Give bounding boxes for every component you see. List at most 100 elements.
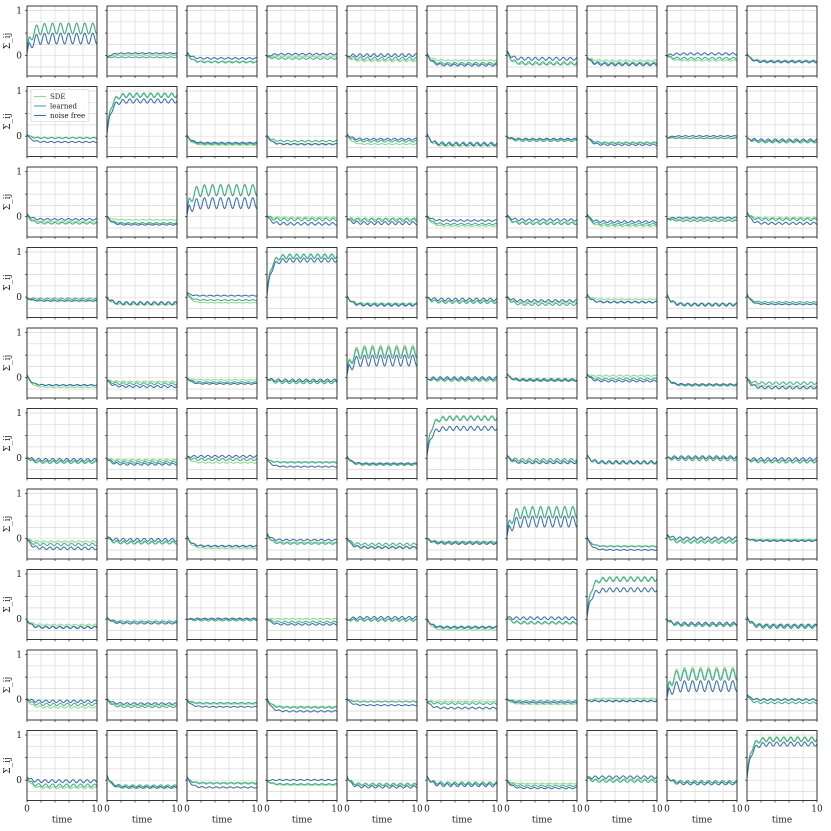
series-noise-free-line (187, 51, 257, 60)
panel-r7-c6 (425, 488, 498, 561)
panel-curves (267, 617, 337, 626)
panel-curves (187, 377, 257, 385)
panel-r8-c7 (505, 569, 578, 642)
panel-curves (667, 52, 737, 62)
panel-r6-c4 (265, 408, 338, 481)
panel-frame (586, 488, 658, 560)
panel-curves (427, 133, 497, 148)
panel-frame (666, 166, 738, 238)
panel-curves (187, 51, 257, 64)
panel-frame (346, 5, 418, 77)
series-learned-line (107, 215, 177, 225)
series-noise-free-line (747, 538, 817, 543)
x-tick-label: 10 (571, 805, 583, 815)
panel-frame (746, 488, 818, 560)
series-noise-free-line (667, 680, 737, 698)
x-tick-label: 0 (264, 805, 270, 815)
series-noise-free-line (587, 293, 657, 304)
panel-curves (27, 776, 97, 790)
legend-label: learned (50, 103, 78, 111)
x-axis-label: time (372, 816, 392, 826)
panel-curves (507, 779, 577, 790)
x-axis-label: time (212, 816, 232, 826)
series-learned-line (107, 458, 177, 464)
series-noise-free-line (507, 50, 577, 61)
series-learned-line (267, 378, 337, 385)
panel-r1-c2 (105, 5, 178, 78)
series-noise-free-line (587, 135, 657, 147)
series-learned-line (507, 214, 577, 226)
panel-frame (506, 86, 578, 157)
panel-curves (427, 537, 497, 545)
x-tick-label: 0 (184, 805, 190, 815)
series-noise-free-line (347, 455, 417, 465)
series-learned-line (667, 668, 737, 696)
series-noise-free-line (27, 697, 97, 704)
panel-r2-c10 (745, 86, 818, 159)
series-learned-line (667, 534, 737, 544)
x-axis-label: time (452, 816, 472, 826)
panel-r8-c3 (185, 569, 258, 642)
y-tick-label: 0 (16, 374, 22, 384)
panel-curves (587, 293, 657, 304)
series-learned-line (747, 212, 817, 222)
series-noise-free-line (507, 372, 577, 382)
panel-curves (347, 295, 417, 307)
series-noise-free-line (747, 694, 817, 702)
series-sde-line (507, 698, 577, 705)
panel-r8-c10 (745, 569, 818, 642)
panel-r1-c6 (425, 5, 498, 78)
panel-curves (667, 376, 737, 387)
panel-curves (667, 774, 737, 786)
series-sde-line (347, 344, 417, 374)
legend-label: SDE (50, 93, 66, 101)
series-noise-free-line (427, 376, 497, 381)
panel-frame (666, 5, 738, 77)
series-learned-line (667, 456, 737, 462)
series-noise-free-line (507, 454, 577, 465)
series-learned-line (347, 537, 417, 547)
x-tick-label: 0 (744, 805, 750, 815)
panel-curves (267, 134, 337, 146)
y-tick-label: 0 (16, 213, 22, 223)
series-noise-free-line (267, 532, 337, 542)
x-tick-label: 0 (104, 805, 110, 815)
panel-r7-c7 (505, 488, 578, 561)
y-tick-label: 0 (16, 776, 22, 786)
series-noise-free-line (587, 536, 657, 551)
series-sde-line (347, 55, 417, 63)
series-noise-free-line (747, 293, 817, 306)
panel-curves (587, 536, 657, 551)
panel-curves (187, 134, 257, 146)
series-learned-line (187, 52, 257, 64)
series-noise-free-line (187, 617, 257, 621)
y-tick-label: 1 (16, 7, 22, 17)
series-noise-free-line (347, 354, 417, 376)
series-noise-free-line (347, 537, 417, 550)
series-learned-line (267, 698, 337, 709)
panel-frame (106, 166, 178, 238)
series-sde-line (267, 617, 337, 620)
x-tick-label: 10 (651, 805, 663, 815)
series-learned-line (267, 458, 337, 464)
panel-curves (587, 373, 657, 383)
series-noise-free-line (347, 133, 417, 141)
series-learned-line (587, 373, 657, 381)
panel-frame (666, 649, 738, 721)
series-noise-free-line (427, 214, 497, 222)
panel-r6-c3 (185, 408, 258, 481)
y-axis-label: Σ_ij (3, 757, 13, 774)
series-noise-free-line (507, 698, 577, 704)
panel-r6-c6 (425, 408, 498, 481)
panel-frame (26, 86, 98, 157)
series-learned-line (267, 215, 337, 222)
series-sde-line (27, 374, 97, 389)
series-noise-free-line (27, 538, 97, 551)
panel-curves (747, 538, 817, 543)
panel-curves (27, 619, 97, 630)
series-sde-line (267, 780, 337, 786)
panel-frame (106, 327, 178, 399)
panel-frame (186, 327, 258, 399)
series-noise-free-line (27, 213, 97, 221)
